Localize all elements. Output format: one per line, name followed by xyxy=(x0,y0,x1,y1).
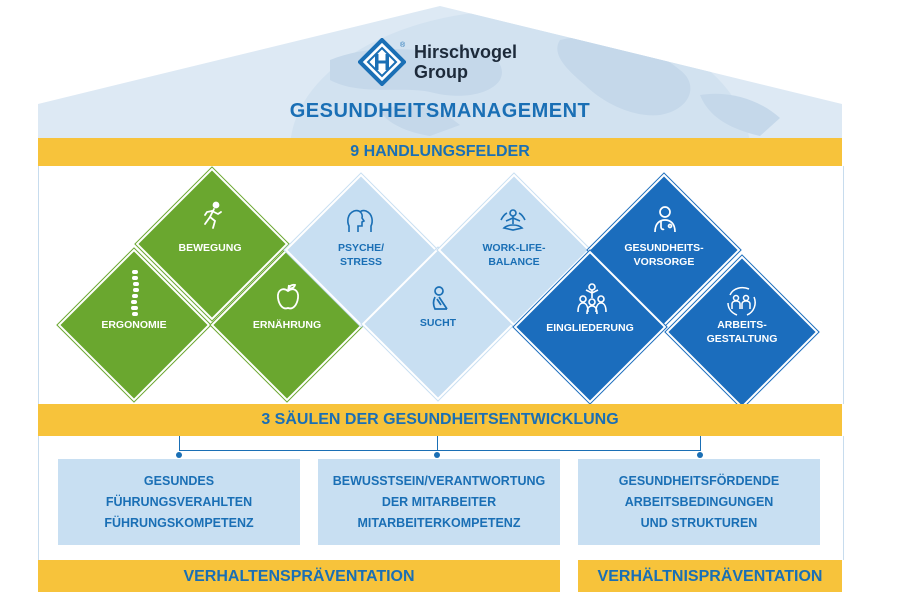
logo-text: Hirschvogel Group xyxy=(414,42,517,82)
logo-line2: Group xyxy=(414,62,468,82)
connector-dot-left xyxy=(176,452,182,458)
field-label-psyche: PSYCHE/ STRESS xyxy=(337,242,385,268)
registered-mark: ® xyxy=(400,41,406,49)
pillar-3-line2: ARBEITSBEDINGUNGEN xyxy=(624,494,774,509)
field-label-ergonomie: ERGONOMIE xyxy=(101,319,167,331)
pillar-1-line1: GESUNDES xyxy=(143,473,215,488)
doctor-icon xyxy=(654,206,676,233)
hirschvogel-logo-icon: ® xyxy=(358,38,406,86)
connector-center xyxy=(437,436,438,450)
team-cycle-icon xyxy=(727,286,756,316)
field-label-eingliederung: EINGLIEDERUNG xyxy=(546,322,634,334)
pillar-2-line1: BEWUSSTSEIN/VERANTWORTUNG xyxy=(332,473,546,488)
pillar-1-line3: FÜHRUNGSKOMPETENZ xyxy=(104,515,254,530)
pillar-arbeitsbedingungen: GESUNDHEITSFÖRDENDE ARBEITSBEDINGUNGEN U… xyxy=(578,459,820,545)
field-label-vorsorge: GESUNDHEITS- VORSORGE xyxy=(624,242,704,268)
connector-dot-right xyxy=(697,452,703,458)
field-label-arbeitsgestaltung: ARBEITS- GESTALTUNG xyxy=(706,319,778,345)
connector-right xyxy=(438,436,701,451)
pillar-2-line3: MITARBEITERKOMPETENZ xyxy=(357,515,521,530)
company-logo: ® Hirschvogel Group xyxy=(358,38,517,86)
pillar-2-line2: DER MITARBEITER xyxy=(381,494,497,509)
running-person-icon xyxy=(204,201,222,229)
field-label-worklife: WORK-LIFE- BALANCE xyxy=(482,242,546,268)
pillar-3-line3: UND STRUKTUREN xyxy=(640,515,758,530)
footer-verhaltenspraevention: VERHALTENSPRÄVENTATION xyxy=(38,560,560,592)
group-people-icon xyxy=(577,283,607,315)
footer-verhaeltnispraevention: VERHÄLTNISPRÄVENTATION xyxy=(578,560,842,592)
field-label-bewegung: BEWEGUNG xyxy=(178,242,242,254)
connector-dot-center xyxy=(434,452,440,458)
sitting-person-icon xyxy=(432,286,448,310)
pillar-mitarbeiter: BEWUSSTSEIN/VERANTWORTUNG DER MITARBEITE… xyxy=(318,459,560,545)
logo-line1: Hirschvogel xyxy=(414,42,518,62)
connector-left xyxy=(179,436,438,451)
heads-icon xyxy=(347,209,373,232)
field-label-sucht: SUCHT xyxy=(419,317,457,329)
pillar-3-line1: GESUNDHEITSFÖRDENDE xyxy=(618,473,780,488)
fields-header-bar: 9 HANDLUNGSFELDER xyxy=(38,138,842,166)
pillar-fuehrung: GESUNDES FÜHRUNGSVERAHLTEN FÜHRUNGSKOMPE… xyxy=(58,459,300,545)
apple-icon xyxy=(277,283,299,310)
field-label-ernaehrung: ERNÄHRUNG xyxy=(252,319,322,331)
meditation-icon xyxy=(500,209,526,231)
spine-icon xyxy=(131,270,139,316)
pillars-header-bar: 3 SÄULEN DER GESUNDHEITSENTWICKLUNG xyxy=(38,404,842,436)
pillar-1-line2: FÜHRUNGSVERAHLTEN xyxy=(105,494,253,509)
page-title: GESUNDHEITSMANAGEMENT xyxy=(289,100,591,122)
